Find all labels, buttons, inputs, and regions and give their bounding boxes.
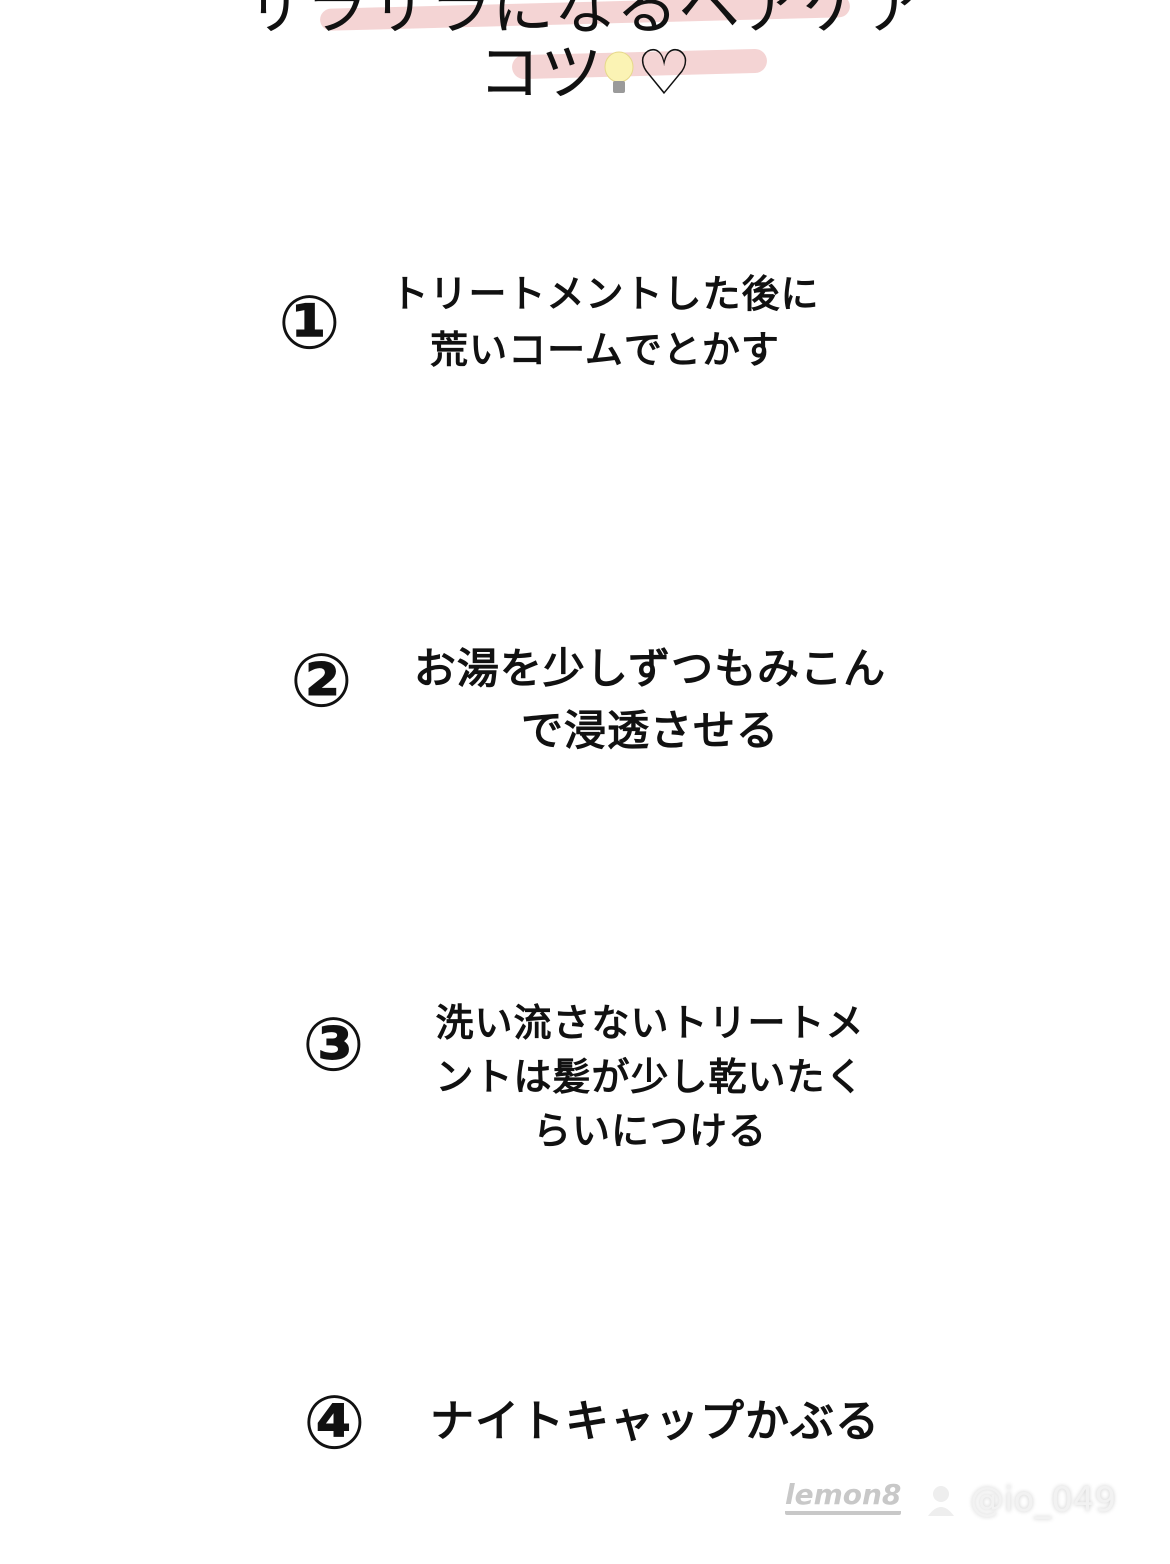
lightbulb-icon xyxy=(602,42,636,93)
item-number: ③ xyxy=(302,1002,365,1088)
list-item: お湯を少しずつもみこん で浸透させる xyxy=(390,638,910,762)
item-line: 洗い流さないトリートメ xyxy=(435,1001,865,1045)
item-number: ② xyxy=(290,638,353,724)
list-item: 洗い流さないトリートメ ントは髪が少し乾いたく らいにつける xyxy=(415,996,885,1158)
item-line: 荒いコームでとかす xyxy=(430,328,780,372)
title-line-2: コツ ♡ xyxy=(0,22,1170,112)
item-line: トリートメントした後に xyxy=(390,272,820,316)
item-line: ントは髪が少し乾いたく xyxy=(435,1055,865,1099)
item-line: ナイトキャップかぶる xyxy=(430,1396,880,1447)
list-item: ナイトキャップかぶる xyxy=(405,1394,905,1450)
heart-icon: ♡ xyxy=(636,36,692,109)
user-icon xyxy=(926,1484,956,1522)
item-number: ④ xyxy=(303,1380,366,1466)
item-line: で浸透させる xyxy=(520,706,779,755)
lemon8-logo: lemon8 xyxy=(785,1478,902,1515)
item-line: らいにつける xyxy=(532,1109,767,1153)
item-line: お湯を少しずつもみこん xyxy=(413,644,887,693)
title-line-1: サラサラになるヘアケア xyxy=(243,0,926,43)
item-number: ① xyxy=(278,280,341,366)
list-item: トリートメントした後に 荒いコームでとかす xyxy=(370,266,840,378)
title-text: コツ xyxy=(478,36,603,109)
username-watermark: @io_049 xyxy=(970,1480,1117,1520)
